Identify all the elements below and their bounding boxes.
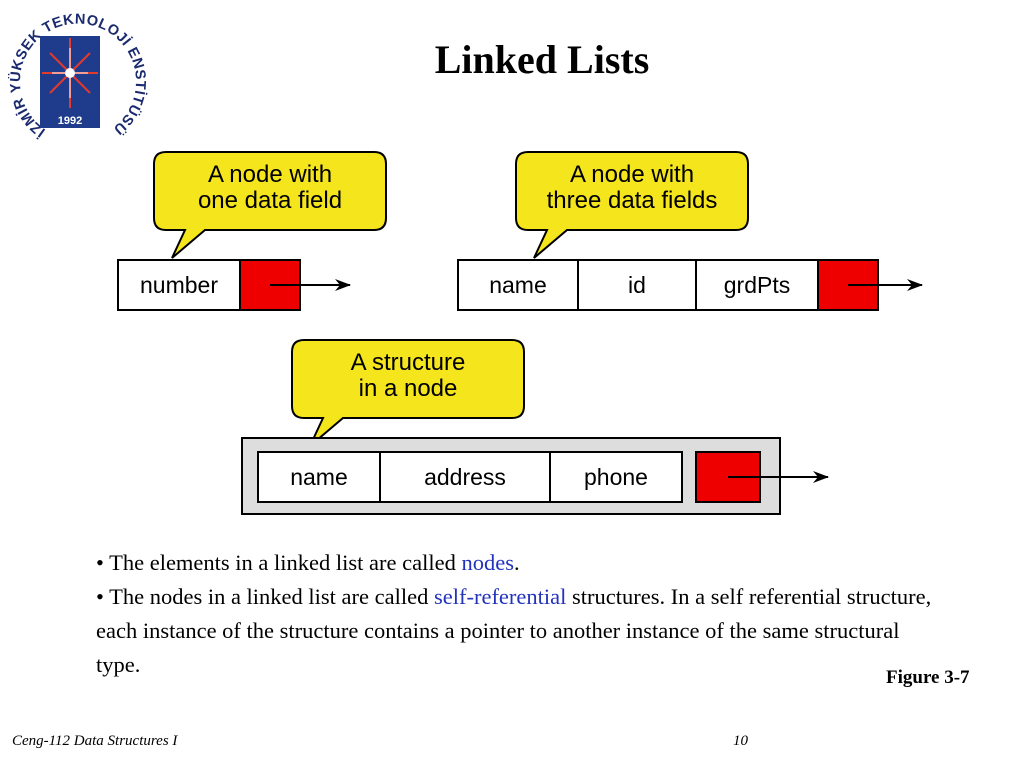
figure-label: Figure 3-7 xyxy=(886,667,970,688)
node3-field-phone: phone xyxy=(584,464,648,490)
callout-node3-line1: A structure xyxy=(351,349,466,376)
callout-node1-line2: one data field xyxy=(198,187,342,214)
footer-course: Ceng-112 Data Structures I xyxy=(12,733,178,749)
bullet-1: • The elements in a linked list are call… xyxy=(96,550,520,575)
node2-field-grdpts: grdPts xyxy=(724,272,790,298)
node1: number xyxy=(117,259,351,311)
slide-title: Linked Lists xyxy=(434,37,650,82)
node2: name id grdPts xyxy=(457,259,923,311)
callout-node2-line1: A node with xyxy=(570,161,694,188)
callout-node3-line2: in a node xyxy=(359,375,458,402)
logo-year: 1992 xyxy=(58,115,82,127)
institute-logo: İZMİR YÜKSEK TEKNOLOJİ ENSTİTÜSÜ 1992 xyxy=(8,11,148,140)
node3-field-name: name xyxy=(290,464,348,490)
callout-node1: A node with one data field xyxy=(153,151,387,259)
callout-node3: A structure in a node xyxy=(291,339,525,447)
node3: name address phone xyxy=(241,437,829,515)
callout-node1-line1: A node with xyxy=(208,161,332,188)
node2-field-name: name xyxy=(489,272,547,298)
node1-field-number: number xyxy=(140,272,218,298)
callout-node2: A node with three data fields xyxy=(515,151,749,259)
node3-field-address: address xyxy=(424,464,506,490)
linked-list-diagram: A node with one data field number A node… xyxy=(117,151,923,515)
node2-field-id: id xyxy=(628,272,646,298)
callout-node2-line2: three data fields xyxy=(547,187,718,214)
term-self-referential: self-referential xyxy=(433,584,567,609)
bullet-2: • The nodes in a linked list are called … xyxy=(96,584,932,677)
term-nodes: nodes xyxy=(461,550,514,575)
bullet-list: • The elements in a linked list are call… xyxy=(96,546,936,682)
footer-page-number: 10 xyxy=(733,733,748,749)
